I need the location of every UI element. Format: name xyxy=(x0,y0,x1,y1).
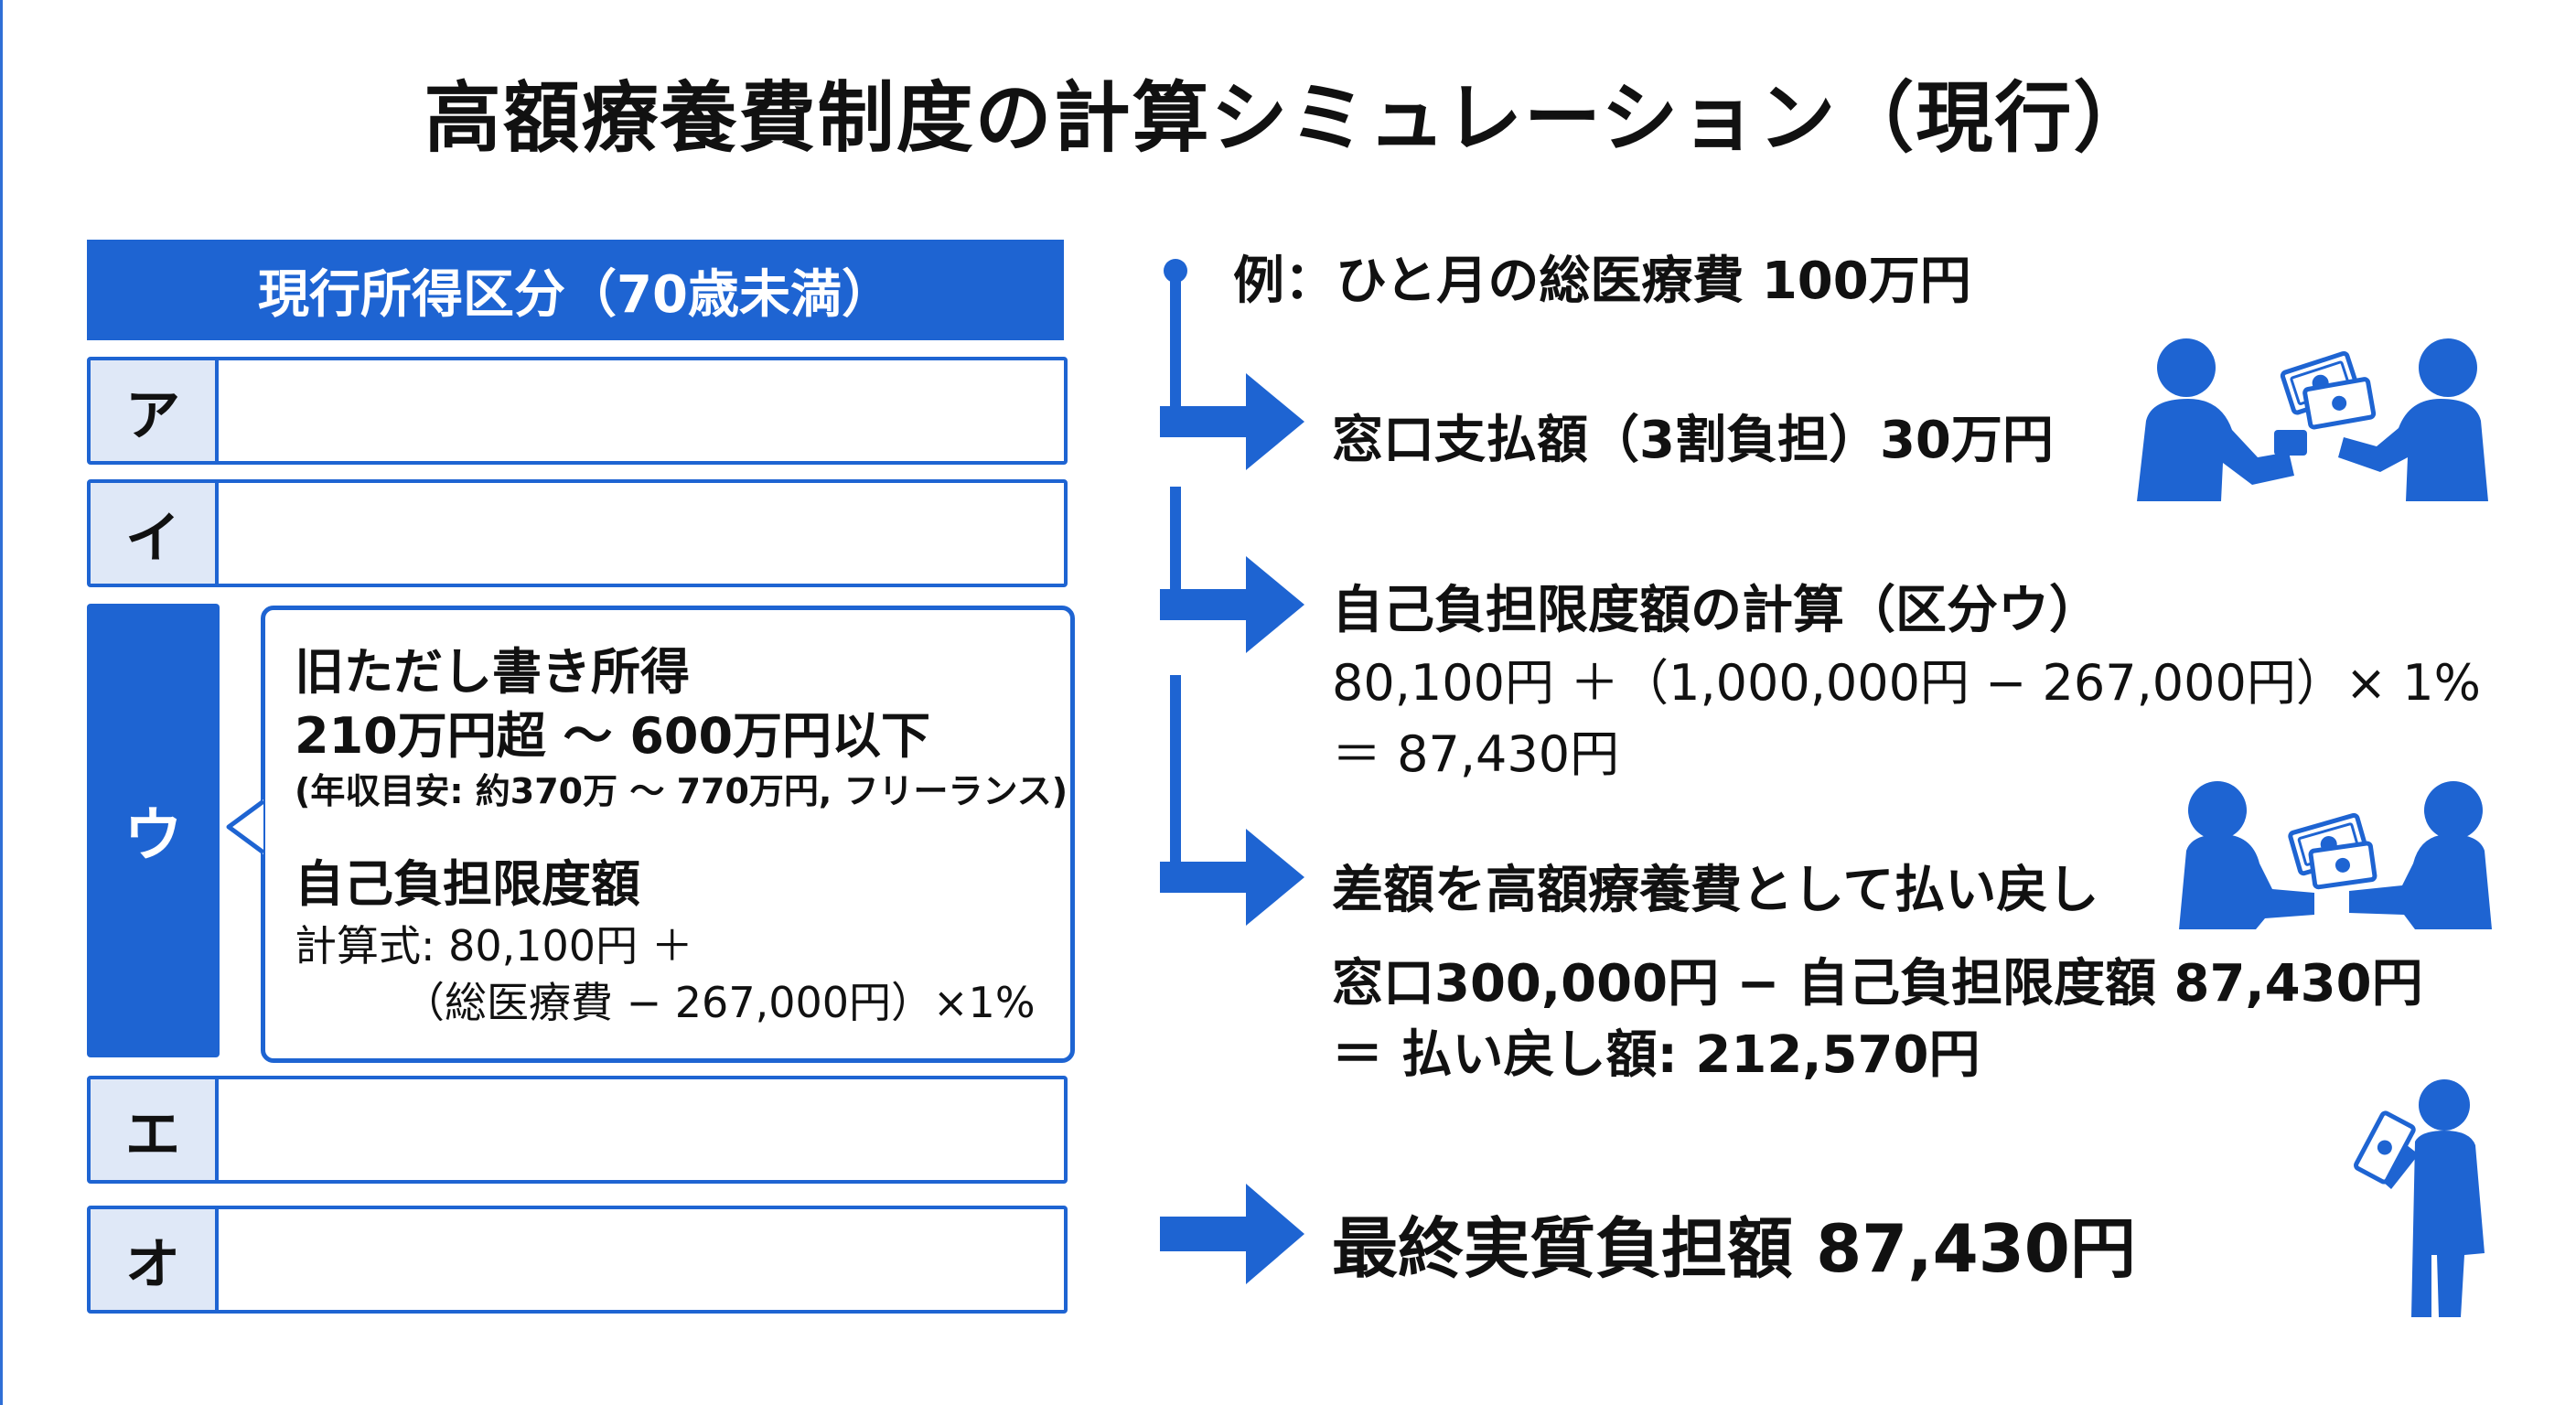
income-row-key: ア xyxy=(91,360,219,461)
flow-step-refund-formula: 窓口300,000円 − 自己負担限度額 87,430円 xyxy=(1332,954,2423,1014)
flow-arrow-3 xyxy=(1160,829,1304,926)
income-row-o: オ xyxy=(87,1206,1068,1314)
flow-step-window-payment: 窓口支払額（3割負担）30万円 xyxy=(1332,411,2054,470)
callout-pointer xyxy=(226,799,263,854)
refund-exchange-icon xyxy=(2179,781,2492,929)
income-row-u-detail xyxy=(261,606,1075,1063)
flow-step-limit-formula: 80,100円 ＋（1,000,000円 − 267,000円）× 1% xyxy=(1332,654,2481,712)
u-detail-formula-line2: （総医療費 − 267,000円）×1% xyxy=(402,978,1036,1027)
flow-step-limit-result: ＝ 87,430円 xyxy=(1332,725,1620,783)
frame-edge xyxy=(0,0,3,1405)
flow-step-limit-title: 自己負担限度額の計算（区分ウ） xyxy=(1332,581,2100,640)
flow-arrow-2 xyxy=(1160,556,1304,653)
income-row-key: エ xyxy=(91,1079,219,1180)
income-row-a: ア xyxy=(87,357,1068,465)
payment-exchange-icon xyxy=(2137,338,2488,501)
flow-step-refund-result: ＝ 払い戻し額: 212,570円 xyxy=(1332,1025,1980,1085)
person-holding-money-icon xyxy=(2354,1079,2485,1317)
income-row-e: エ xyxy=(87,1076,1068,1184)
flow-connector xyxy=(1170,271,1181,408)
u-detail-income-label: 旧ただし書き所得 xyxy=(295,643,690,701)
flow-connector xyxy=(1170,487,1181,596)
u-detail-income-range: 210万円超 〜 600万円以下 xyxy=(295,707,931,765)
flow-connector xyxy=(1170,675,1181,867)
income-table-header: 現行所得区分（70歳未満） xyxy=(87,240,1064,340)
income-row-i: イ xyxy=(87,479,1068,587)
u-detail-limit-label: 自己負担限度額 xyxy=(295,855,640,913)
flow-arrow-1 xyxy=(1160,373,1304,470)
income-row-key: イ xyxy=(91,483,219,584)
flow-arrow-final xyxy=(1160,1184,1304,1284)
income-row-key: オ xyxy=(91,1209,219,1310)
u-detail-formula-line1: 計算式: 80,100円 ＋ xyxy=(295,921,693,971)
flow-final-burden: 最終実質負担額 87,430円 xyxy=(1332,1210,2136,1287)
income-row-u-key: ウ xyxy=(87,604,220,1057)
page-title: 高額療養費制度の計算シミュレーション（現行） xyxy=(424,73,2152,163)
u-detail-annual-income-note: (年収目安: 約370万 〜 770万円, フリーランス) xyxy=(295,771,1068,811)
flow-example-label: 例：ひと月の総医療費 100万円 xyxy=(1233,252,1971,311)
flow-step-refund-title: 差額を高額療養費として払い戻し xyxy=(1332,861,2099,920)
